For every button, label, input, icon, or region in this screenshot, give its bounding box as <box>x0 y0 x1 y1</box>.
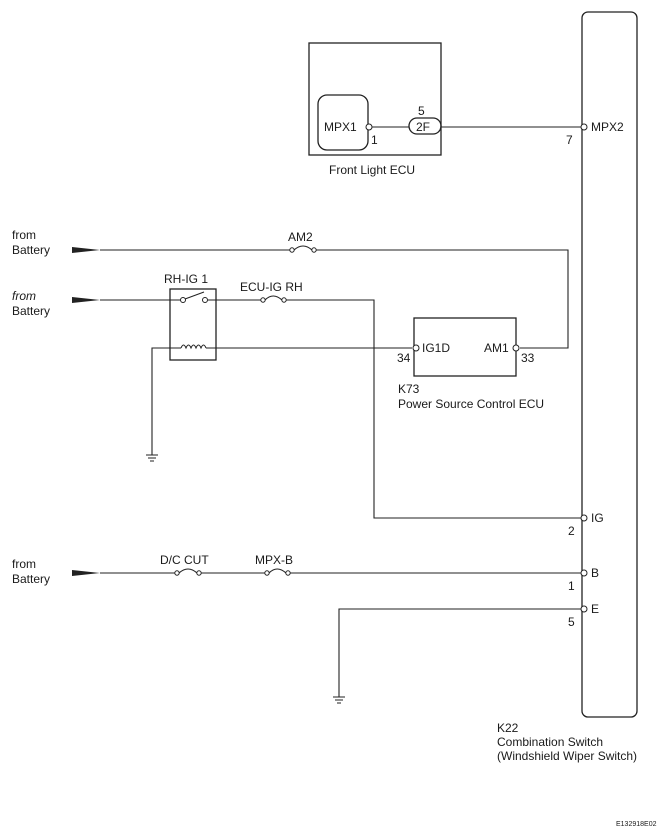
fuse-am2: AM2 <box>288 230 317 253</box>
wire-am2-out <box>316 249 569 349</box>
fuse-dc-cut: D/C CUT <box>160 553 209 576</box>
relay-label: RH-IG 1 <box>164 272 208 286</box>
source-2-from: from <box>12 289 36 303</box>
battery-feed-3: from Battery <box>12 557 100 586</box>
figure-code: E132918E02 <box>616 821 657 828</box>
connector-2f-pin: 5 <box>418 104 425 118</box>
ig1d-pin: 34 <box>397 351 411 365</box>
source-1-from: from <box>12 228 36 242</box>
fuse-ecu-ig-rh-label: ECU-IG RH <box>240 280 303 294</box>
arrow-icon <box>72 297 100 303</box>
terminal-e-label: E <box>591 602 599 616</box>
combination-switch-name: Combination Switch <box>497 735 603 749</box>
connector-2f-code: 2F <box>416 120 430 134</box>
ig1d-pin-dot <box>412 344 420 352</box>
combination-switch-code: K22 <box>497 721 519 735</box>
source-2-battery: Battery <box>12 304 50 318</box>
terminal-e-pin: 5 <box>568 615 575 629</box>
combination-switch-subtitle: (Windshield Wiper Switch) <box>497 749 637 763</box>
fuse-dc-cut-label: D/C CUT <box>160 553 209 567</box>
terminal-mpx2-pin: 7 <box>566 133 573 147</box>
source-3-battery: Battery <box>12 572 50 586</box>
mpx1-pin: 1 <box>371 133 378 147</box>
ground-icon <box>146 454 158 462</box>
terminal-ig <box>580 514 588 522</box>
am1-pin-dot <box>512 344 520 352</box>
arrow-icon <box>72 570 100 576</box>
terminal-b <box>580 569 588 577</box>
terminal-mpx2 <box>580 123 588 131</box>
ig1d-label: IG1D <box>422 341 450 355</box>
front-light-ecu: MPX1 1 2F 5 Front Light ECU <box>308 42 442 177</box>
arrow-icon <box>72 247 100 253</box>
relay-switch-icon <box>180 297 186 303</box>
fuse-mpx-b-label: MPX-B <box>255 553 293 567</box>
fuse-mpx-b: MPX-B <box>255 553 293 576</box>
wire-coil-ground <box>151 347 170 455</box>
battery-feed-2: from Battery <box>12 289 100 318</box>
mpx1-module <box>317 94 369 151</box>
combination-switch-body <box>581 11 638 718</box>
relay-coil-icon <box>180 344 207 350</box>
fuse-icon <box>289 247 295 253</box>
terminal-b-pin: 1 <box>568 579 575 593</box>
ground-icon <box>333 696 345 704</box>
wire-ecu-ig-rh-out <box>286 299 581 519</box>
combination-switch: MPX2 7 IG 2 B 1 E 5 K22 Combination Swit… <box>497 11 638 763</box>
relay-rh-ig1: RH-IG 1 <box>164 272 217 361</box>
battery-feed-1: from Battery <box>12 228 100 257</box>
mpx1-label: MPX1 <box>324 120 357 134</box>
terminal-ig-pin: 2 <box>568 524 575 538</box>
power-source-ecu-code: K73 <box>398 382 420 396</box>
am1-label: AM1 <box>484 341 509 355</box>
relay-body <box>169 288 217 361</box>
am1-pin: 33 <box>521 351 535 365</box>
power-source-ecu-name: Power Source Control ECU <box>398 397 544 411</box>
connector-2f <box>408 117 442 135</box>
fuse-ecu-ig-rh: ECU-IG RH <box>240 280 303 303</box>
wire-e-ground <box>338 608 581 697</box>
source-3-from: from <box>12 557 36 571</box>
terminal-b-label: B <box>591 566 599 580</box>
mpx1-pin-dot <box>365 123 373 131</box>
terminal-mpx2-label: MPX2 <box>591 120 624 134</box>
fuse-icon <box>260 297 266 303</box>
power-source-control-ecu: IG1D 34 AM1 33 K73 Power Source Control … <box>397 317 544 411</box>
front-light-ecu-body <box>308 42 442 156</box>
terminal-e <box>580 605 588 613</box>
fuse-am2-label: AM2 <box>288 230 313 244</box>
fuse-icon <box>174 570 180 576</box>
fuse-icon <box>264 570 270 576</box>
terminal-ig-label: IG <box>591 511 604 525</box>
source-1-battery: Battery <box>12 243 50 257</box>
front-light-ecu-name: Front Light ECU <box>329 163 415 177</box>
